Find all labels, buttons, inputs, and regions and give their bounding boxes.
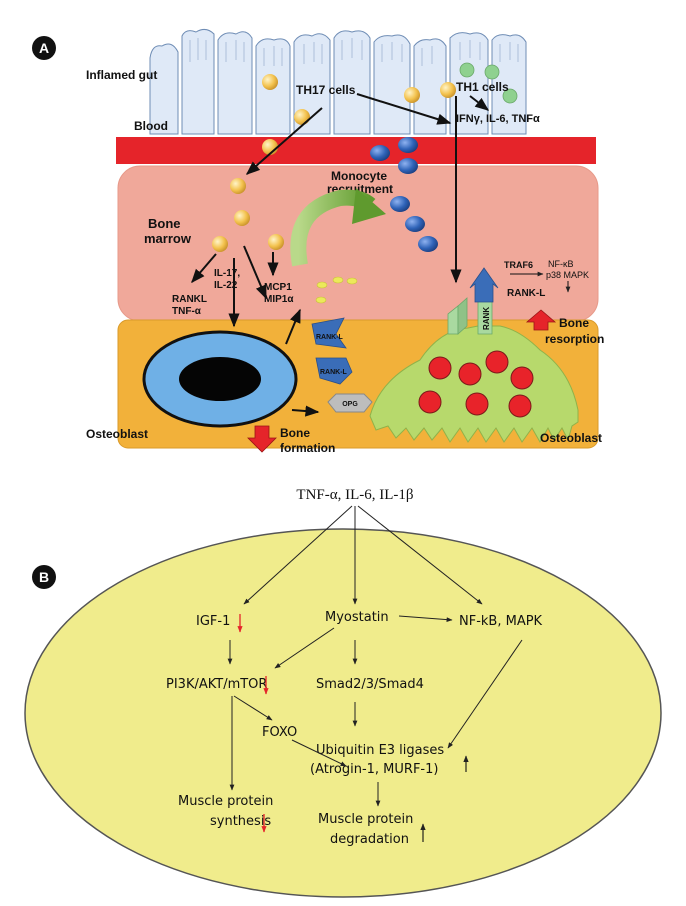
node-synthesis-2: synthesis — [210, 814, 271, 829]
label-bone-formation-1: Bone — [280, 426, 310, 440]
chemokine-dots — [315, 276, 358, 304]
node-pi3k: PI3K/AKT/mTOR — [166, 677, 267, 692]
label-inflamed-gut: Inflamed gut — [86, 68, 157, 82]
label-monocyte-1: Monocyte — [331, 169, 387, 183]
panel-b-badge-text: B — [39, 569, 49, 585]
label-rank: RANK — [482, 307, 491, 330]
monocytes — [370, 137, 438, 252]
label-mip1a: MIP1α — [264, 294, 294, 305]
blood-vessel — [116, 137, 596, 164]
gut-texture — [189, 38, 519, 66]
panel-a-arrows — [191, 93, 490, 417]
node-myostatin: Myostatin — [325, 610, 389, 625]
label-rank-l-right: RANK-L — [507, 288, 545, 299]
label-th17-cells: TH17 cells — [296, 83, 356, 97]
bone-resorption-arrow — [525, 309, 557, 331]
label-bone-resorption-1: Bone — [559, 316, 589, 330]
rank-l-released-1 — [311, 317, 347, 349]
th17-cells — [212, 74, 456, 252]
opg-molecule — [327, 393, 373, 413]
muscle-ellipse — [24, 528, 662, 898]
node-synthesis-1: Muscle protein — [178, 794, 273, 809]
label-mcp1: MCP1 — [264, 282, 292, 293]
label-th1-cytokines: IFNγ, IL-6, TNFα — [456, 113, 540, 125]
label-bone-marrow-2: marrow — [144, 231, 192, 246]
node-foxo: FOXO — [262, 725, 297, 740]
label-rank-l-1: RANK-L — [316, 334, 344, 341]
rank-l-arrow — [469, 267, 499, 303]
monocyte-curved-arrow — [290, 188, 386, 267]
panel-b: B TNF-α, IL-6, IL-1β IGF-1 Myostatin NF-… — [24, 487, 662, 898]
label-bone-formation-2: formation — [280, 441, 335, 455]
th1-cells — [459, 62, 518, 104]
label-il17: IL-17, — [214, 268, 240, 279]
label-osteoblast-right: Osteoblast — [540, 431, 602, 445]
osteoclast — [369, 325, 579, 444]
panel-a: A — [32, 28, 604, 455]
label-nfkb-a: NF-κB — [548, 259, 574, 269]
rank-receptor — [447, 297, 493, 335]
label-blood: Blood — [134, 119, 168, 133]
panel-a-badge-text: A — [39, 40, 49, 56]
node-igf1: IGF-1 — [196, 614, 230, 629]
label-il22: IL-22 — [214, 280, 238, 291]
label-bone-marrow-1: Bone — [148, 216, 181, 231]
node-degradation-1: Muscle protein — [318, 812, 413, 827]
node-ubiquitin-1: Ubiquitin E3 ligases — [316, 743, 444, 758]
label-rankl: RANKL — [172, 294, 207, 305]
label-osteoblast-left: Osteoblast — [86, 427, 148, 441]
label-p38: p38 MAPK — [546, 270, 589, 280]
label-th1-cells: TH1 cells — [456, 80, 509, 94]
label-tnfa: TNF-α — [172, 306, 202, 317]
node-nfkb-mapk: NF-kB, MAPK — [459, 614, 543, 629]
cytokine-arrows — [243, 505, 483, 605]
label-traf6: TRAF6 — [504, 260, 533, 270]
panel-b-badge: B — [32, 565, 56, 589]
label-cytokines: TNF-α, IL-6, IL-1β — [296, 487, 413, 503]
panel-a-badge: A — [32, 36, 56, 60]
label-opg: OPG — [342, 401, 358, 408]
label-bone-resorption-2: resorption — [545, 332, 604, 346]
label-rank-l-2: RANK-L — [320, 369, 348, 376]
osteoblast-cell — [142, 330, 298, 428]
node-degradation-2: degradation — [330, 832, 409, 847]
rank-l-released-2 — [315, 357, 353, 385]
node-smad: Smad2/3/Smad4 — [316, 677, 424, 692]
pathway-arrows — [227, 615, 523, 807]
node-ubiquitin-2: (Atrogin-1, MURF-1) — [310, 762, 438, 777]
bone-formation-arrow — [247, 425, 277, 453]
